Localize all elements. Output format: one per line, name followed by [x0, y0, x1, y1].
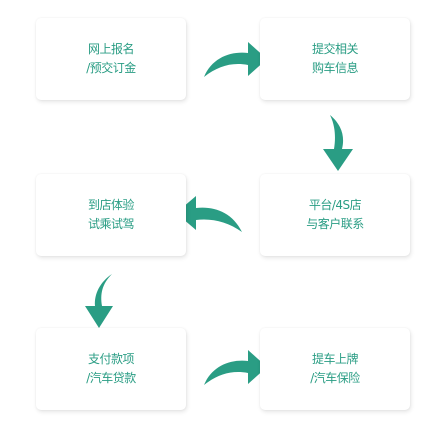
step-card-5: 支付款项 /汽车贷款 [36, 328, 186, 410]
step-3-line-1: 平台/4S店 [308, 198, 362, 212]
step-1-line-2: /预交订金 [86, 61, 136, 75]
step-card-3: 平台/4S店 与客户联系 [260, 174, 410, 256]
curved-arrow-left-icon [176, 196, 242, 232]
step-card-4: 到店体验 试乘试驾 [36, 174, 186, 256]
step-4-line-2: 试乘试驾 [87, 217, 135, 231]
step-3-line-2: 与客户联系 [306, 217, 364, 231]
step-2-line-1: 提交相关 [311, 42, 359, 56]
step-6-line-1: 提车上牌 [311, 352, 359, 366]
curved-arrow-right-icon [204, 42, 267, 77]
curved-arrow-down-icon [85, 274, 113, 328]
step-1-line-1: 网上报名 [87, 42, 135, 56]
curved-arrow-right-icon [204, 350, 267, 385]
step-5-line-2: /汽车贷款 [86, 371, 136, 385]
step-6-line-2: /汽车保险 [310, 371, 360, 385]
step-card-6: 提车上牌 /汽车保险 [260, 328, 410, 410]
curved-arrow-down-icon [323, 115, 353, 171]
step-2-line-2: 购车信息 [311, 61, 359, 75]
step-5-line-1: 支付款项 [87, 352, 135, 366]
step-card-1: 网上报名 /预交订金 [36, 18, 186, 100]
step-card-2: 提交相关 购车信息 [260, 18, 410, 100]
step-4-line-1: 到店体验 [87, 198, 135, 212]
